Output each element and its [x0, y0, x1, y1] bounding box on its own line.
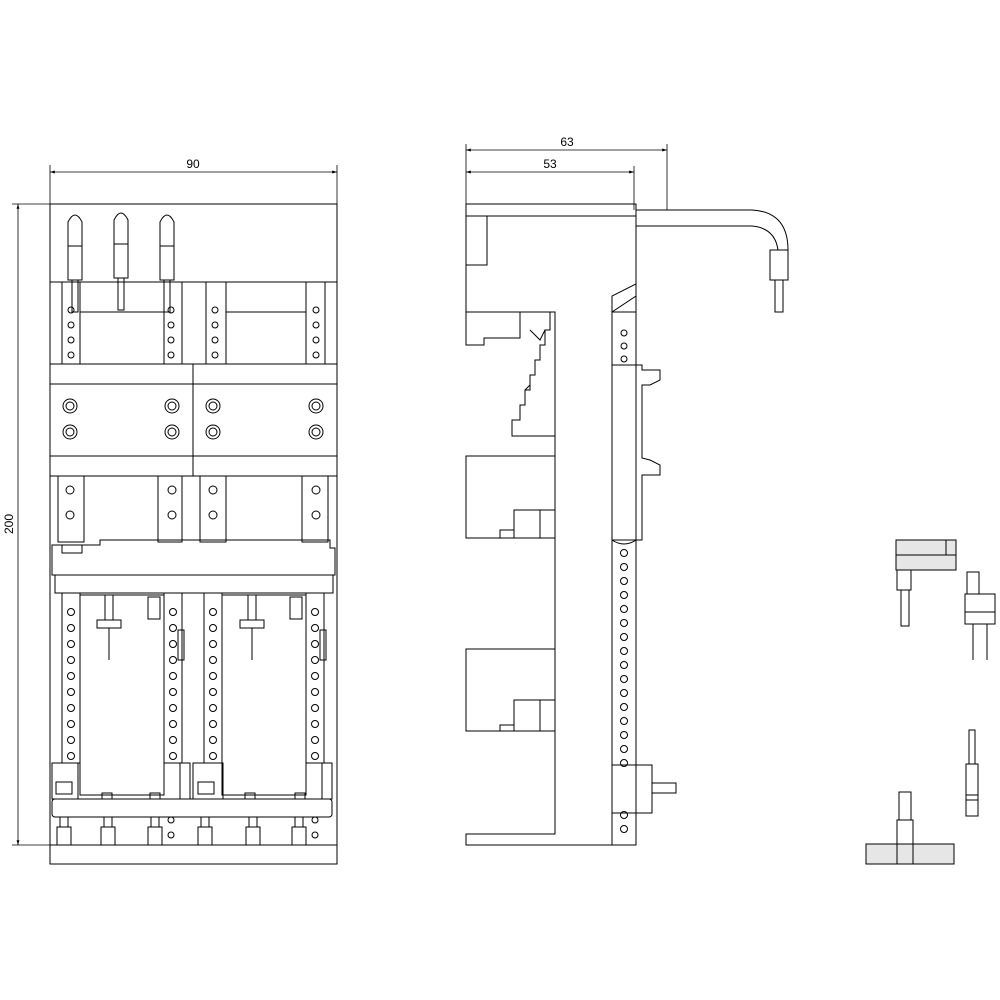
lower-busbar-section [57, 475, 329, 543]
bottom-terminal-pins [56, 816, 319, 846]
adapter-plate [51, 539, 336, 594]
accessory-parts [865, 539, 996, 865]
accessory-t-piece [865, 791, 955, 865]
side-width-inner-dimension: 53 [466, 157, 635, 210]
top-busbar-section [49, 281, 338, 365]
top-terminal-holes [67, 306, 320, 359]
side-rail-holes-upper [620, 329, 628, 363]
accessory-small-pin [965, 729, 979, 817]
front-height-dimension: 200 [2, 203, 336, 846]
side-view [465, 203, 789, 846]
side-width-outer-label: 63 [560, 135, 574, 149]
side-width-outer-dimension: 63 [465, 135, 668, 210]
front-height-label: 200 [2, 514, 16, 534]
side-rail-holes-lower [620, 549, 628, 833]
accessory-pin-right [964, 571, 996, 660]
clamp-screws [62, 398, 324, 440]
bottom-adapter [51, 762, 333, 818]
side-width-inner-label: 53 [543, 157, 557, 171]
front-view [49, 203, 338, 865]
front-width-dimension: 90 [49, 157, 338, 205]
accessory-cap-top [895, 539, 957, 627]
lower-terminal-holes [67, 608, 319, 760]
front-width-label: 90 [186, 157, 200, 171]
lower-terminal-columns [61, 592, 327, 796]
clamp-block [49, 363, 338, 477]
top-pin-connectors [67, 212, 175, 313]
